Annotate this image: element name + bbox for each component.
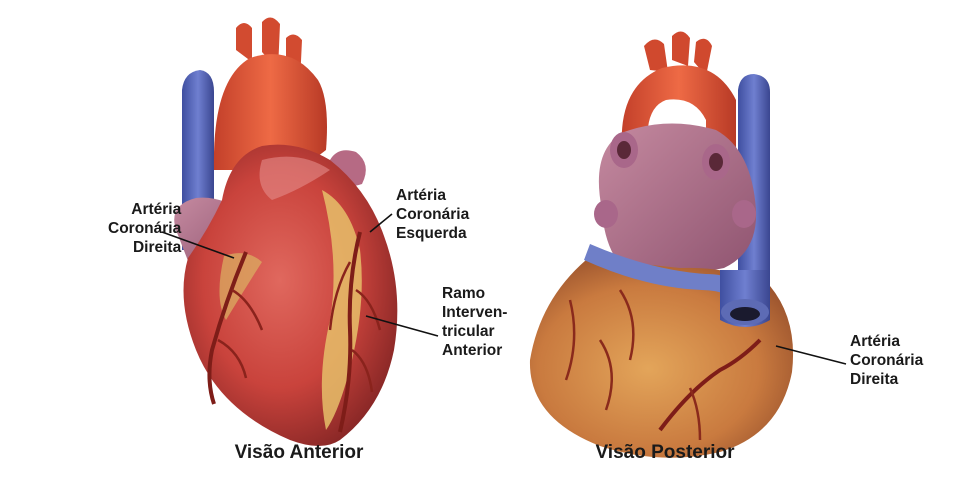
posterior-pulmonary-vein-4	[732, 200, 756, 228]
label-anterior-interventricular-branch: Ramo Interven- tricular Anterior	[442, 284, 507, 360]
label-line: Ramo	[442, 284, 507, 303]
label-line: Artéria	[108, 200, 181, 219]
caption-posterior-view: Visão Posterior	[572, 442, 758, 464]
anterior-heart-drawing	[174, 17, 397, 446]
posterior-pulmonary-vein-3	[594, 200, 618, 228]
label-anterior-right-coronary-artery: Artéria Coronária Direita	[108, 200, 181, 257]
label-line: Coronária	[396, 205, 469, 224]
label-line: Interven-	[442, 303, 507, 322]
label-posterior-right-coronary-artery: Artéria Coronária Direita	[850, 332, 923, 389]
label-line: Coronária	[850, 351, 923, 370]
label-line: Direita	[850, 370, 923, 389]
label-line: Artéria	[850, 332, 923, 351]
label-line: Direita	[108, 238, 181, 257]
caption-anterior-view: Visão Anterior	[206, 442, 392, 464]
posterior-heart-drawing	[530, 31, 793, 457]
label-line: Anterior	[442, 341, 507, 360]
label-anterior-left-coronary-artery: Artéria Coronária Esquerda	[396, 186, 469, 243]
label-line: Esquerda	[396, 224, 469, 243]
label-line: tricular	[442, 322, 507, 341]
label-line: Artéria	[396, 186, 469, 205]
label-line: Coronária	[108, 219, 181, 238]
